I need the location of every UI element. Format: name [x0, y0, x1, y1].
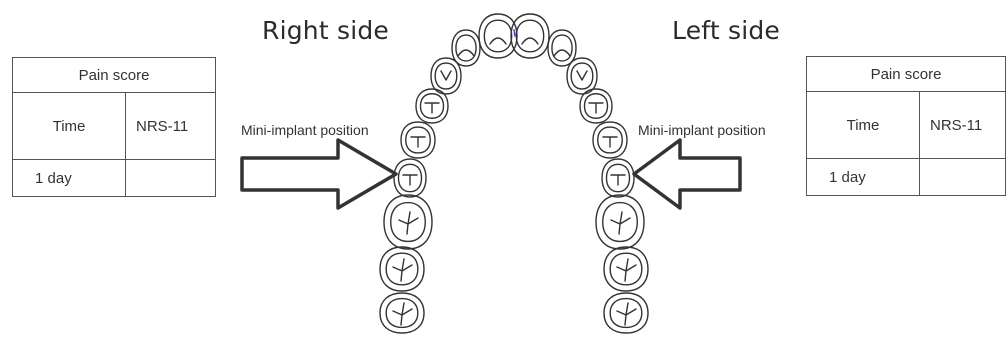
right-second-molar-tooth	[380, 247, 424, 291]
left-second-premolar-tooth	[593, 122, 627, 158]
left-second-molar-tooth	[604, 247, 648, 291]
midline-mark	[514, 30, 515, 36]
right-second-premolar-tooth	[401, 122, 435, 158]
right-third-molar-tooth	[380, 293, 424, 333]
right-lateral-incisor-tooth	[452, 30, 480, 66]
left-first-molar-tooth	[596, 195, 644, 249]
left-third-molar-tooth	[604, 293, 648, 333]
right-implant-premolar-tooth	[394, 159, 426, 197]
right-first-molar-tooth	[384, 195, 432, 249]
left-implant-premolar-tooth	[602, 159, 634, 197]
left-arrow	[634, 140, 740, 208]
dental-arch	[380, 14, 648, 333]
left-central-incisor-tooth	[511, 14, 549, 58]
right-arrow	[242, 140, 396, 208]
left-lateral-incisor-tooth	[548, 30, 576, 66]
